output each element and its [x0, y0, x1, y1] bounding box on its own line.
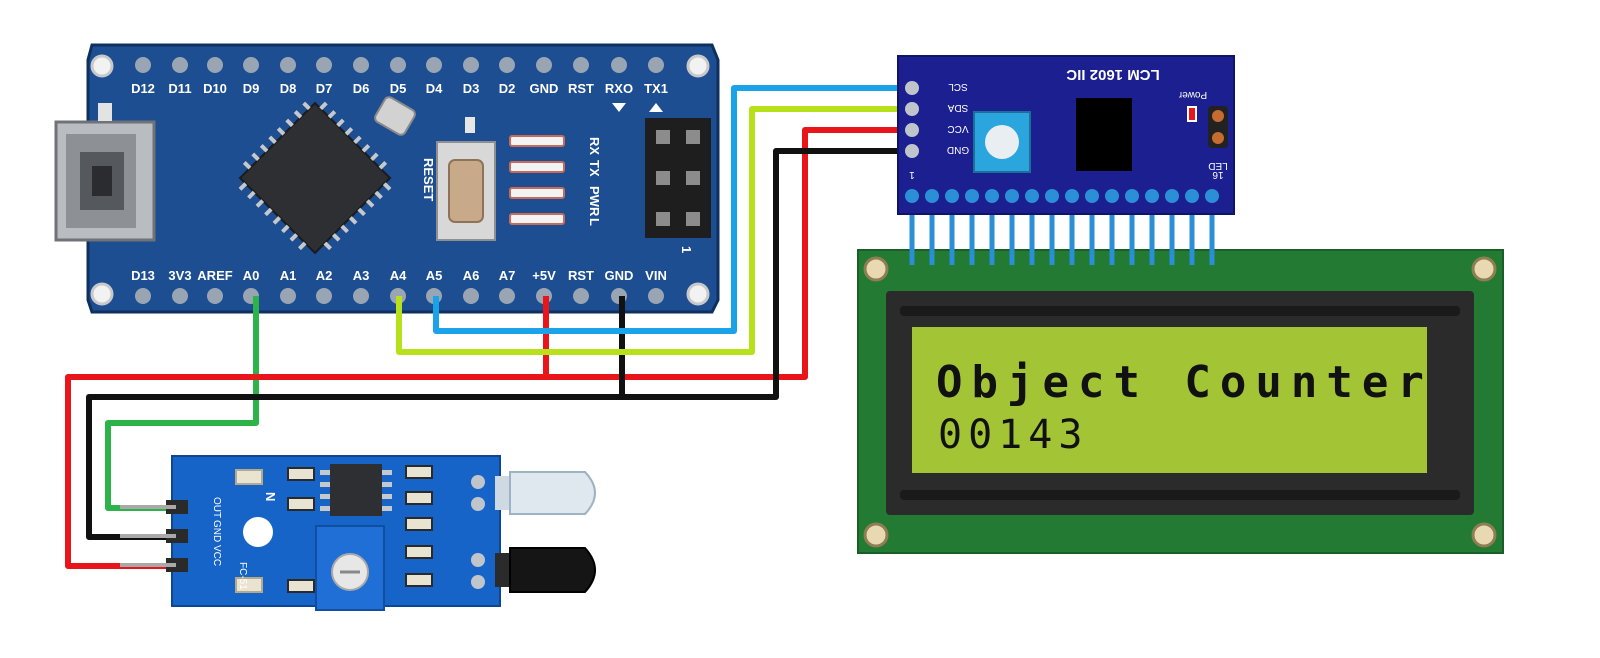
lcd-line-1: Object Counter — [936, 357, 1433, 408]
icsp-pin-one-mark: 1 — [679, 246, 694, 253]
pin-label-d3: D3 — [463, 81, 480, 96]
rx-arrow-icon — [612, 103, 626, 112]
led-label-l: L — [587, 218, 602, 226]
led-jumper-label: LED — [1208, 160, 1227, 171]
pin-label-3v3: 3V3 — [168, 268, 191, 283]
pin-label-a5: A5 — [426, 268, 443, 283]
ir-pin-headers — [120, 500, 188, 572]
pin-label-a7: A7 — [499, 268, 516, 283]
reset-label: RESET — [421, 158, 436, 201]
pin-label-tx1: TX1 — [644, 81, 668, 96]
led-label-tx: TX — [587, 160, 602, 177]
pin-label-rx0: RXO — [605, 81, 633, 96]
icsp-header — [645, 118, 711, 238]
pin-label-d13: D13 — [131, 268, 155, 283]
status-leds — [509, 135, 565, 225]
i2c-pin-label-gnd: GND — [947, 144, 969, 155]
pin-label-5v: +5V — [532, 268, 556, 283]
nano-top-pin-labels: D12 D11 D10 D9 D8 D7 D6 D5 D4 D3 D2 GND … — [131, 81, 668, 96]
wires — [65, 85, 912, 569]
i2c-pin-label-scl: SCL — [948, 81, 968, 92]
power-led — [1187, 106, 1197, 122]
mini-usb-connector — [54, 120, 156, 242]
pin-label-gnd-top: GND — [530, 81, 559, 96]
pin-label-a2: A2 — [316, 268, 333, 283]
wire-a5-scl-blue — [433, 85, 912, 334]
tx-arrow-icon — [649, 103, 663, 112]
i2c-pin-label-vcc: VCC — [947, 123, 968, 134]
i2c-pin-pads — [905, 81, 919, 158]
smd-component — [98, 103, 112, 121]
ir-model-label: FC-51 — [237, 562, 248, 590]
header-pin-first-label: 1 — [909, 169, 915, 180]
pin-label-gnd-bottom: GND — [605, 268, 634, 283]
ir-pin-label-out: OUT — [211, 497, 222, 518]
pin-label-d9: D9 — [243, 81, 260, 96]
pin-label-a4: A4 — [390, 268, 407, 283]
crystal-oscillator — [374, 96, 416, 136]
pin-label-d8: D8 — [280, 81, 297, 96]
pin-label-a0: A0 — [243, 268, 260, 283]
sensitivity-potentiometer[interactable] — [315, 525, 385, 611]
reset-button[interactable] — [436, 141, 496, 241]
pin-label-d10: D10 — [203, 81, 227, 96]
arduino-nano: D12 D11 D10 D9 D8 D7 D6 D5 D4 D3 D2 GND … — [54, 43, 720, 314]
i2c-backpack: LCM 1602 IIC SCL SDA VCC GND Power LED 1… — [897, 55, 1235, 215]
lm393-comparator-chip — [320, 464, 392, 516]
pin-label-d11: D11 — [168, 81, 191, 96]
smd-component — [465, 117, 475, 133]
pin-label-a1: A1 — [280, 268, 297, 283]
led-label-rx: RX — [587, 137, 602, 155]
i2c-pin-label-sda: SDA — [947, 102, 968, 113]
pin-label-rst-bottom: RST — [568, 268, 594, 283]
nano-top-pin-row — [135, 57, 664, 73]
lcd-screen — [912, 327, 1427, 473]
pin-label-d6: D6 — [353, 81, 370, 96]
ir-pin-label-gnd: GND — [211, 520, 222, 542]
ir-emitter-led — [495, 471, 596, 515]
ir-pin-label-vcc: VCC — [211, 545, 222, 566]
nano-bottom-pin-labels: D13 3V3 AREF A0 A1 A2 A3 A4 A5 A6 A7 +5V… — [131, 268, 667, 283]
header-pin-last-label: 16 — [1212, 169, 1224, 180]
ir-resistors — [287, 465, 433, 593]
lcd-1602-module: Object Counter 00143 — [857, 249, 1504, 554]
ir-mark-n: N — [263, 492, 278, 501]
wire-sensor-vcc-red — [65, 127, 912, 569]
pin-label-rst-top: RST — [568, 81, 594, 96]
pin-label-aref: AREF — [197, 268, 232, 283]
ir-receiver-photodiode — [495, 547, 596, 593]
pin-label-a3: A3 — [353, 268, 370, 283]
led-label-pwr: PWR — [587, 186, 602, 217]
ir-led-pins — [471, 475, 485, 589]
pcf8574-chip — [1076, 98, 1132, 171]
i2c-header-pads — [905, 189, 1219, 203]
atmega-chip — [238, 101, 392, 255]
i2c-module-title: LCM 1602 IIC — [1066, 66, 1160, 83]
contrast-potentiometer[interactable] — [973, 111, 1031, 173]
wire-sensor-gnd-black — [86, 148, 912, 540]
power-led-label: Power — [1178, 89, 1207, 100]
pin-label-d4: D4 — [426, 81, 443, 96]
mounting-hole — [243, 517, 273, 547]
pin-label-d2: D2 — [499, 81, 516, 96]
ir-sensor-module: OUT GND VCC FC-51 N — [120, 455, 596, 611]
wire-a4-sda-lime — [396, 106, 912, 355]
pin-label-d5: D5 — [390, 81, 407, 96]
pin-label-a6: A6 — [463, 268, 480, 283]
pin-label-d7: D7 — [316, 81, 333, 96]
lcd-line-2: 00143 — [938, 412, 1088, 458]
pin-label-vin: VIN — [645, 268, 667, 283]
pin-label-d12: D12 — [131, 81, 155, 96]
